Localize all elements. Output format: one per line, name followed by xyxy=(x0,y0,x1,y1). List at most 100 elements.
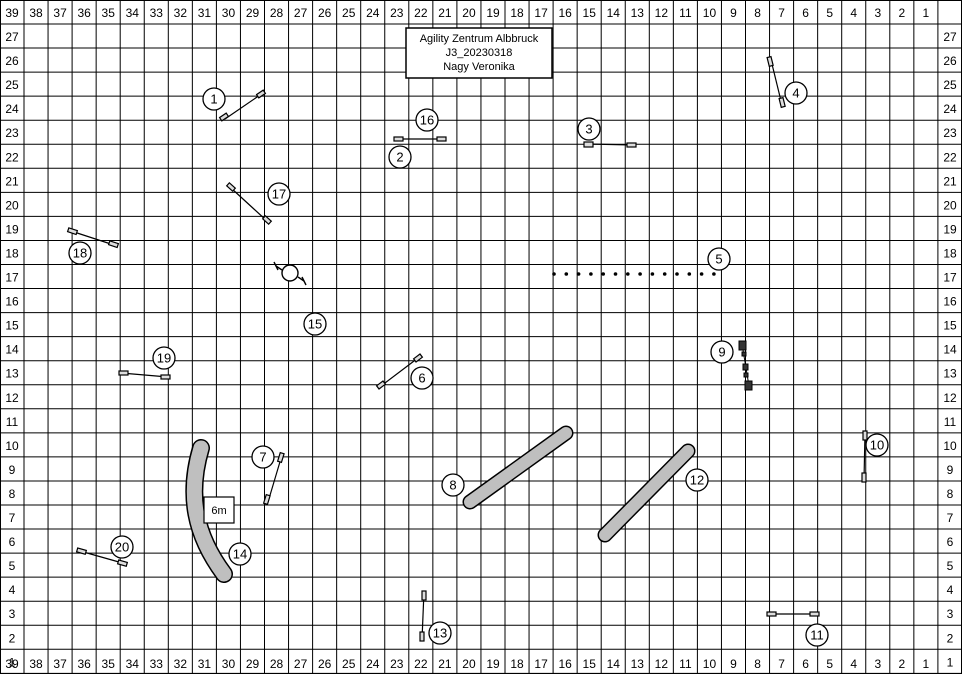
column-label: 22 xyxy=(414,657,428,671)
number-marker-15: 15 xyxy=(303,312,327,336)
row-label: 8 xyxy=(9,487,16,501)
tunnel-length-box: 6m xyxy=(203,496,235,524)
row-label: 27 xyxy=(5,30,19,44)
marker-number: 15 xyxy=(308,317,322,332)
column-label: 1 xyxy=(923,6,930,20)
marker-circle xyxy=(577,117,601,141)
column-label: 4 xyxy=(850,6,857,20)
row-label: 3 xyxy=(947,607,954,621)
column-label: 20 xyxy=(462,6,476,20)
row-label: 20 xyxy=(943,198,957,212)
row-label: 26 xyxy=(943,54,957,68)
column-label: 11 xyxy=(679,6,692,20)
column-label: 30 xyxy=(222,657,236,671)
column-label: 36 xyxy=(77,6,91,20)
tunnel-14 xyxy=(185,439,233,583)
title-line-1: Agility Zentrum Albbruck xyxy=(420,33,539,45)
row-label: 16 xyxy=(943,295,957,309)
marker-circle xyxy=(805,623,829,647)
dotted-obstacle-5 xyxy=(552,272,716,276)
column-label: 34 xyxy=(126,6,140,20)
column-label: 9 xyxy=(730,6,737,20)
row-label: 13 xyxy=(943,367,957,381)
column-label: 38 xyxy=(29,6,43,20)
number-marker-11: 11 xyxy=(805,623,829,647)
row-label: 10 xyxy=(943,439,957,453)
row-label: 26 xyxy=(5,54,19,68)
row-label: 5 xyxy=(9,559,16,573)
row-label: 7 xyxy=(947,511,954,525)
jump-7 xyxy=(262,451,285,506)
marker-number: 16 xyxy=(420,113,434,128)
marker-number: 19 xyxy=(157,351,171,366)
jump-17 xyxy=(225,181,273,226)
column-label: 36 xyxy=(77,657,91,671)
column-label: 17 xyxy=(534,657,548,671)
marker-number: 18 xyxy=(73,246,87,261)
column-label: 18 xyxy=(510,6,524,20)
marker-circle xyxy=(710,340,734,364)
marker-number: 11 xyxy=(810,628,824,643)
column-label: 29 xyxy=(246,6,260,20)
column-label: 9 xyxy=(730,657,737,671)
dot xyxy=(552,272,556,276)
column-label: 10 xyxy=(703,657,717,671)
column-label: 14 xyxy=(607,657,621,671)
number-marker-19: 19 xyxy=(152,346,176,370)
jump-20 xyxy=(75,547,129,568)
jump-19 xyxy=(118,370,171,380)
dot xyxy=(576,272,581,276)
title-line-2: J3_20230318 xyxy=(446,47,513,59)
column-label: 32 xyxy=(174,6,188,20)
number-marker-17: 17 xyxy=(267,182,291,206)
column-label: 24 xyxy=(366,657,380,671)
row-label: 15 xyxy=(943,319,957,333)
column-label: 39 xyxy=(5,6,19,20)
row-label: 9 xyxy=(947,463,954,477)
column-label: 37 xyxy=(53,6,67,20)
marker-circle xyxy=(428,621,452,645)
tunnel-length-label: 6m xyxy=(211,505,226,517)
column-label: 8 xyxy=(754,6,761,20)
dot xyxy=(589,272,593,276)
row-label: 10 xyxy=(5,439,19,453)
row-label: 4 xyxy=(947,583,954,597)
column-label: 29 xyxy=(246,657,260,671)
marker-circle xyxy=(415,108,439,132)
marker-circle xyxy=(303,312,327,336)
marker-number: 8 xyxy=(449,478,456,493)
marker-number: 3 xyxy=(585,122,592,137)
column-label: 25 xyxy=(342,657,356,671)
row-label: 5 xyxy=(947,559,954,573)
number-marker-8: 8 xyxy=(441,473,465,497)
column-label: 2 xyxy=(899,6,906,20)
marker-number: 6 xyxy=(418,371,425,386)
jump-3 xyxy=(583,141,637,148)
column-label: 19 xyxy=(486,6,500,20)
jump-2 xyxy=(393,136,447,142)
marker-circle xyxy=(685,468,709,492)
number-marker-20: 20 xyxy=(110,535,134,559)
row-label: 21 xyxy=(943,174,957,188)
row-label: 2 xyxy=(947,631,954,645)
column-label: 17 xyxy=(534,6,548,20)
dot xyxy=(626,272,630,276)
title-line-3: Nagy Veronika xyxy=(443,61,515,73)
column-label: 13 xyxy=(631,657,645,671)
row-label: 22 xyxy=(5,150,19,164)
column-label: 33 xyxy=(150,6,164,20)
column-label: 38 xyxy=(29,657,43,671)
column-label: 28 xyxy=(270,657,284,671)
column-label: 13 xyxy=(631,6,645,20)
row-label: 8 xyxy=(947,487,954,501)
marker-number: 12 xyxy=(690,473,704,488)
column-label: 28 xyxy=(270,6,284,20)
column-label: 34 xyxy=(126,657,140,671)
jump-1 xyxy=(218,89,267,122)
row-label: 19 xyxy=(5,222,19,236)
column-label: 26 xyxy=(318,6,332,20)
dot xyxy=(712,272,716,276)
column-label: 11 xyxy=(679,657,692,671)
